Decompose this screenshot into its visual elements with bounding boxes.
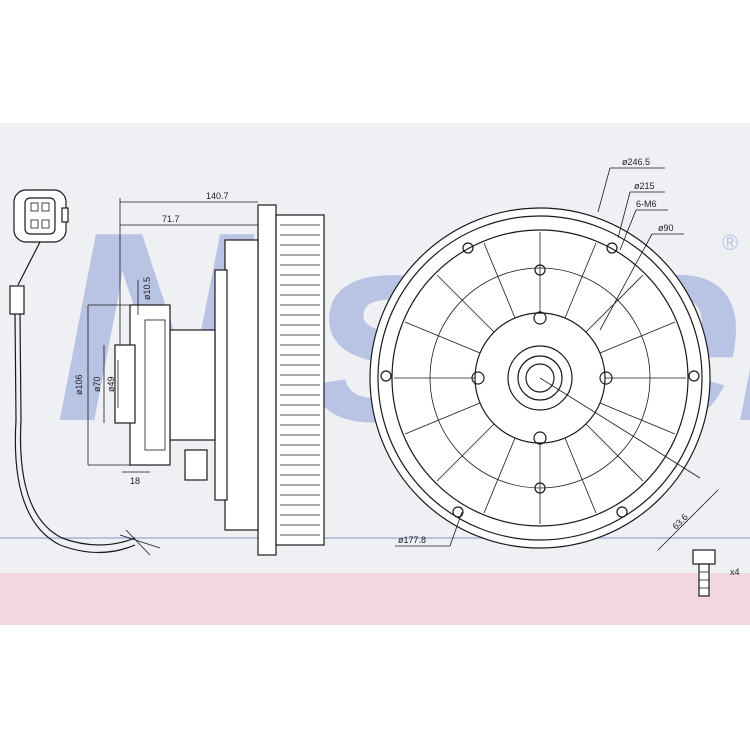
dim-thread: 6-M6: [636, 199, 657, 209]
dim-bolt-circle: ø177.8: [398, 535, 426, 545]
sensor-connector: [9, 189, 161, 556]
footer-band: [0, 573, 750, 625]
dim-flange-dia: ø106: [74, 374, 84, 395]
dim-inner-dia: ø215: [634, 181, 655, 191]
side-view: [87, 198, 325, 556]
dim-hub-dia: ø90: [658, 223, 674, 233]
bolt-icon: [692, 549, 716, 597]
bolt-quantity: x4: [730, 567, 740, 577]
dim-bore-dia: ø49: [106, 376, 116, 392]
dim-hole-dia: ø10.5: [142, 277, 152, 300]
front-view: [369, 167, 719, 551]
dim-overall-length: 140.7: [206, 191, 229, 201]
dim-outer-dia: ø246.5: [622, 157, 650, 167]
band-divider: [0, 537, 750, 539]
dim-hub-length: 71.7: [162, 214, 180, 224]
dim-offset: 63.6: [670, 512, 689, 531]
dim-flange-thickness: 18: [130, 476, 140, 486]
watermark-registered: ®: [722, 230, 738, 255]
dim-pilot-dia: ø70: [92, 376, 102, 392]
